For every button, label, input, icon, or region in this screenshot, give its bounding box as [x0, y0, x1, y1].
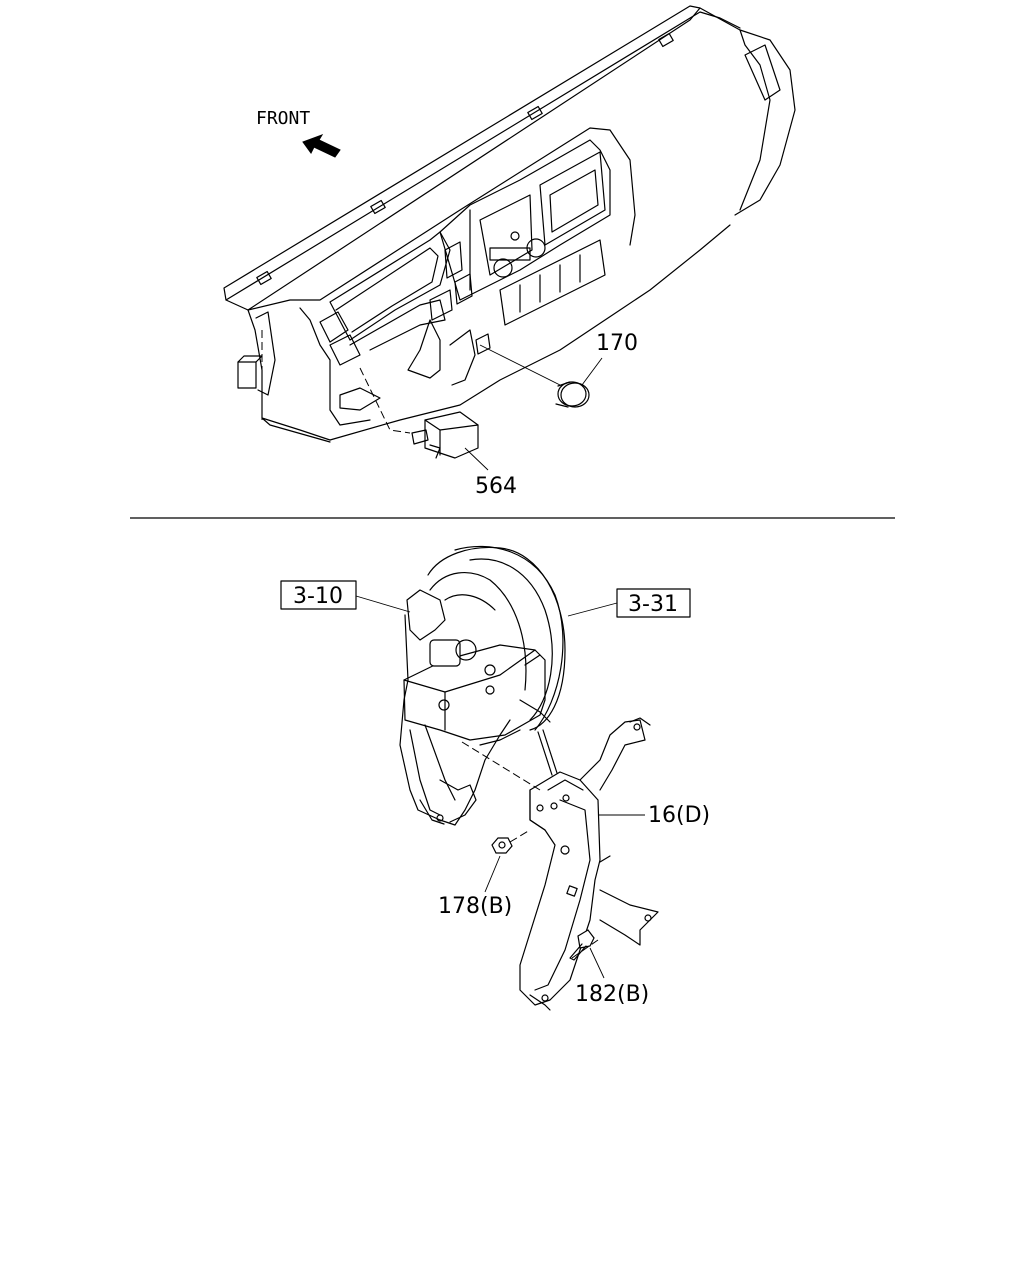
dashboard-outline — [223, 5, 796, 443]
bolt-part-182b — [569, 929, 605, 979]
pedal-box — [399, 589, 551, 826]
callout-178b: 178(B) — [438, 894, 512, 919]
instrument-panel-view: FRONT — [223, 5, 796, 499]
callout-182b: 182(B) — [575, 982, 649, 1007]
callout-170: 170 — [596, 331, 638, 356]
front-direction-label: FRONT — [256, 108, 310, 129]
reference-box-3-10: 3-10 — [280, 580, 411, 613]
arrow-icon — [302, 134, 341, 158]
pedal-bracket-view: 3-10 3-31 — [280, 545, 710, 1011]
bracket-part-16d — [519, 717, 659, 1011]
reference-label-3-31: 3-31 — [628, 592, 678, 617]
switch-part-564 — [359, 367, 489, 471]
nut-part-178b — [484, 829, 531, 893]
cap-part-170 — [479, 344, 603, 408]
callout-564: 564 — [475, 474, 517, 499]
callout-16d: 16(D) — [648, 803, 710, 828]
reference-label-3-10: 3-10 — [293, 584, 343, 609]
reference-box-3-31: 3-31 — [567, 588, 691, 618]
